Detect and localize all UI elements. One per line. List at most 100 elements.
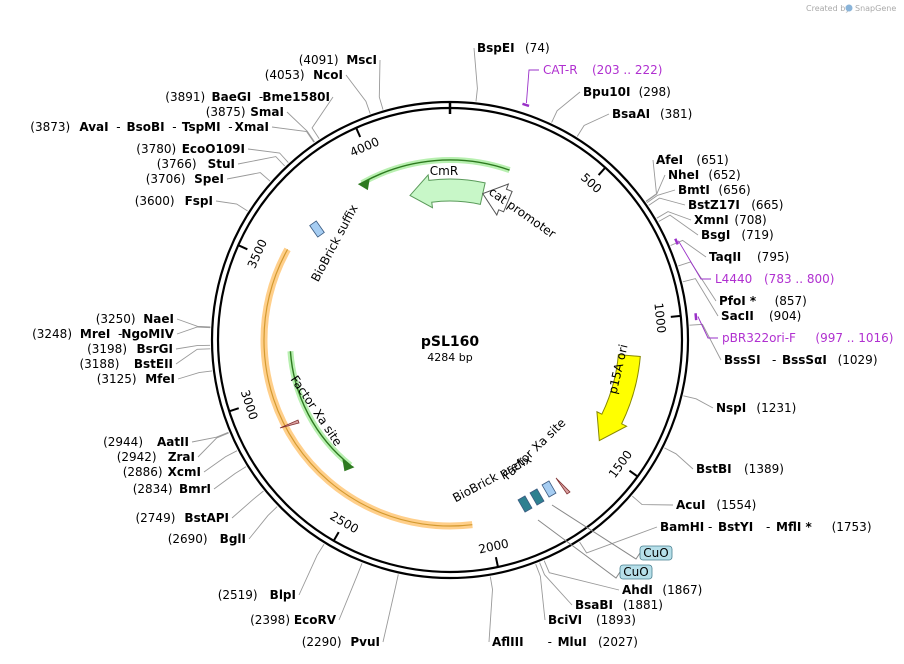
tick-label: 3500 [245,237,270,271]
enzyme-name: AcuI [676,498,705,512]
restriction-site: SpeI (3706) [146,172,224,186]
feature-p15a-ori-arrow [596,354,641,442]
enzyme-name: MfeI [145,372,175,386]
restriction-site: BsaAI(381) [612,107,692,121]
enzyme-name: SacII [721,309,754,323]
feature-cmr-arrow [409,173,486,209]
tick-label: 1500 [606,448,635,481]
enzyme-name: Bme1580I [262,90,330,104]
enzyme-name: NgoMIV [121,327,174,341]
credit-app-name: SnapGene [855,4,896,13]
site-leader-line [176,326,211,335]
restriction-site: AatII(2944) [103,435,189,449]
site-position: (3706) [146,172,186,186]
enzyme-name: BstAPI [184,511,229,525]
enzyme-name: MreI [80,327,110,341]
enzyme-name: BssSαI [782,353,827,367]
restriction-site: NcoI(4053) [265,68,343,82]
enzyme-name: BsrGI [136,342,173,356]
site-leader-line [203,450,238,473]
site-leader-line [579,526,658,554]
enzyme-name: SpeI [194,172,224,186]
site-position: (298) [639,85,671,99]
enzyme-name: BciVI [548,613,582,627]
site-leader-line [378,59,384,110]
restriction-site: BciVI(1893) [548,613,636,627]
feature-laco-right [517,495,533,513]
cuo-badge [639,545,673,561]
map-center: pSL160 4284 bp [421,334,480,364]
cuo-label: CuO [643,546,668,560]
tick-mark [228,407,240,413]
restriction-site: Bpu10I(298) [583,85,671,99]
site-leader-line [191,431,229,443]
tick-label: 4000 [348,134,382,159]
site-position: (1881) [623,598,663,612]
feature-factor-xa-upper [555,477,571,495]
enzyme-name: NheI [668,168,699,182]
restriction-site: PfoI *(857) [719,294,807,308]
site-leader-line [271,126,315,143]
enzyme-name: XmaI [235,120,269,134]
site-position: (3780) [136,142,176,156]
site-leader-line [473,47,478,102]
site-leader-line [175,344,211,350]
site-leader-line [488,576,493,643]
cuo-label: CuO [623,565,648,579]
site-leader-line [247,148,289,163]
tick-mark [332,531,340,542]
restriction-site: BsrGI(3198) [87,342,173,356]
restriction-site: BglI(2690) [168,532,246,546]
restriction-site: StuI(3766) [157,157,235,171]
primer-mark [694,313,698,321]
site-leader-line [535,564,546,621]
primer-leader-line [697,316,718,339]
site-position: (708) [734,213,766,227]
primer-mark [522,102,530,108]
feature-biobrick-suffix [309,220,325,238]
restriction-sites: BspEI(74)Bpu10I(298)BsaAI(381)AfeI(651)N… [30,41,877,649]
feature-factor-xa-lower [279,419,300,429]
site-leader-line [237,156,286,167]
site-position: (2398) [250,613,290,627]
enzyme-name: BsoBI [126,120,164,134]
site-position: (4053) [265,68,305,82]
restriction-site: XmnI(708) [694,213,767,227]
enzyme-name: BstBI [696,462,732,476]
primer-range: (997 .. 1016) [815,331,893,345]
site-position: (3875) [206,105,246,119]
site-position: (3873) [30,120,70,134]
site-position: (2886) [123,465,163,479]
restriction-site: TaqII(795) [709,250,789,264]
site-separator: - [259,90,263,104]
enzyme-name: BssSI [724,353,761,367]
restriction-site: BspEI(74) [477,41,550,55]
restriction-site: BstAPI(2749) [135,511,229,525]
restriction-site: ZraI(2942) [117,450,195,464]
restriction-site: BstZ17I(665) [688,198,783,212]
site-position: (2027) [598,635,638,649]
site-position: (1029) [838,353,878,367]
site-leader-line [338,563,363,621]
site-leader-lines [175,47,722,643]
enzyme-name: EcoO109I [182,142,245,156]
backbone [210,100,690,580]
site-leader-line [226,172,271,182]
site-leader-line [645,174,666,202]
primer-name: pBR322ori-F [722,331,796,345]
site-position: (904) [769,309,801,323]
site-leader-line [175,348,211,365]
enzyme-name: TaqII [709,250,741,264]
enzyme-name: AvaI [79,120,108,134]
site-leader-line [551,91,581,123]
restriction-site: Bme1580I-BaeGI(3891) [165,90,330,104]
orf-upper-line [361,159,510,184]
enzyme-name: MscI [346,53,377,67]
restriction-site: AcuI(1554) [676,498,756,512]
enzyme-name: AatII [157,435,189,449]
site-separator: - [708,520,712,534]
site-position: (3891) [165,90,205,104]
site-position: (3248) [32,327,72,341]
site-position: (2834) [133,482,173,496]
restriction-site: AfeI(651) [656,153,729,167]
